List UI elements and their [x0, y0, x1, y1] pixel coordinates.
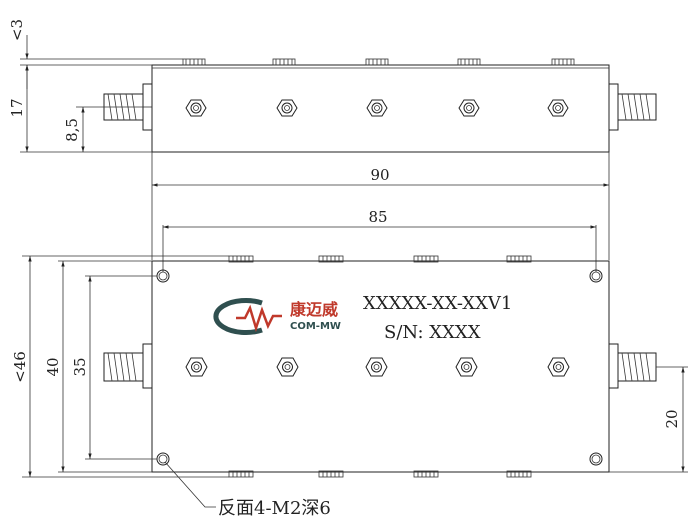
top-tuning-nuts-bottom [228, 470, 532, 478]
logo-cn-text: 康迈威 [290, 300, 338, 319]
dim-hole-spacing-y: 35 [71, 357, 89, 376]
dim-body-width: 40 [44, 357, 62, 376]
top-tuning-nuts-top [228, 255, 532, 263]
serial-label: S/N: XXXX [384, 322, 481, 343]
dim-overall-length: 90 [370, 166, 389, 184]
side-tuning-nuts-top [182, 58, 575, 66]
side-dimensions: <46 40 35 20 [11, 255, 688, 478]
top-dimensions: 90 85 [151, 152, 610, 272]
mount-note: 反面4-M2深6 [164, 461, 331, 519]
company-logo: 康迈威 COM-MW [213, 298, 341, 335]
model-label: XXXXX-XX-XXV1 [363, 293, 512, 314]
top-view: 康迈威 COM-MW XXXXX-XX-XXV1 S/N: XXXX [103, 255, 657, 478]
dim-top-gap: <3 [8, 19, 26, 41]
dim-overall-width: <46 [11, 351, 29, 383]
side-right-connector [608, 83, 657, 131]
dim-hole-spacing-x: 85 [368, 208, 387, 226]
mount-note-text: 反面4-M2深6 [218, 498, 331, 519]
dim-connector-offset: 20 [663, 409, 681, 428]
side-view-body [151, 64, 610, 153]
logo-en-text: COM-MW [290, 321, 341, 332]
dim-connector-height: 8,5 [63, 118, 81, 142]
side-view: <3 17 8,5 [8, 19, 657, 153]
side-hex-nuts [185, 99, 569, 117]
top-left-connector [103, 343, 153, 389]
dim-side-height: 17 [8, 98, 26, 117]
top-right-connector [608, 343, 657, 389]
top-hex-nuts [185, 357, 570, 377]
